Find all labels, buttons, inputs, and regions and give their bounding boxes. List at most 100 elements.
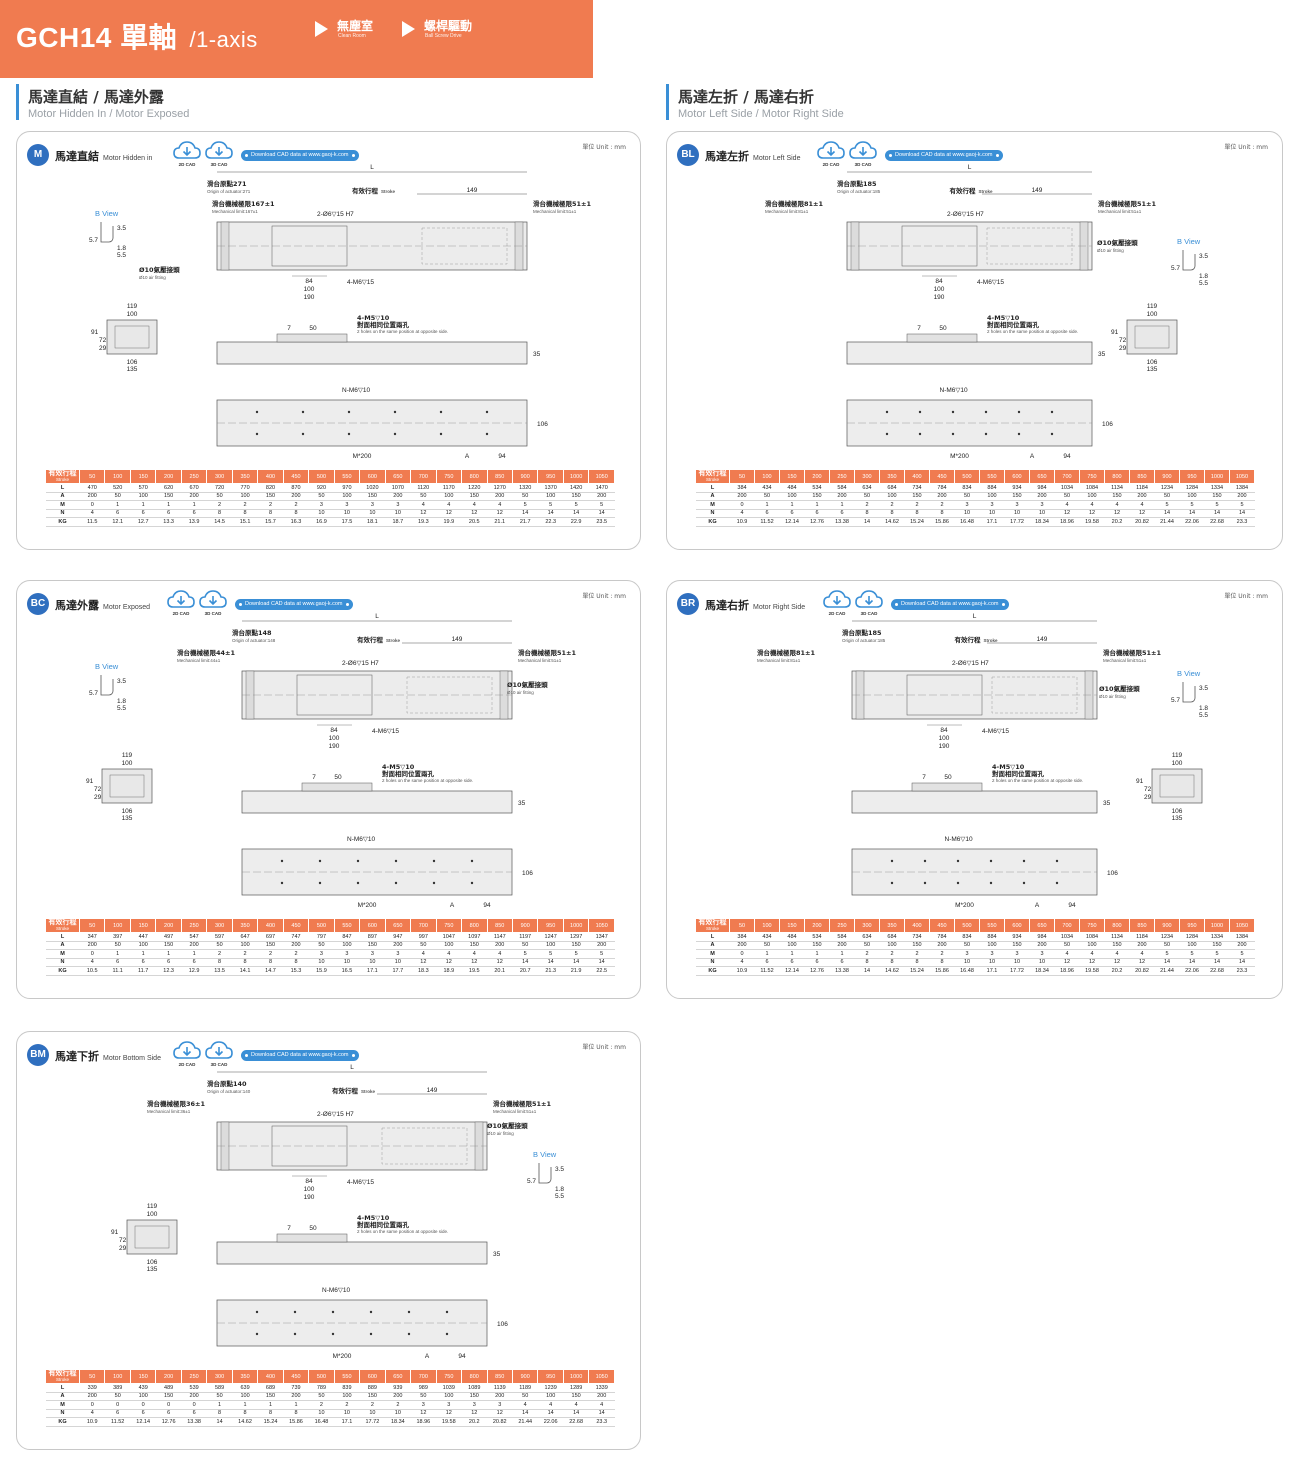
- table-cell: 2: [206, 500, 233, 510]
- table-cell: 14: [1154, 509, 1180, 518]
- dimension-label: 7: [287, 1225, 291, 1232]
- n-hole-label: N-M6▽10: [940, 387, 969, 394]
- table-cell: 12: [487, 958, 513, 967]
- mount-hole: [293, 1332, 297, 1336]
- cad-3d-download[interactable]: 3D CAD: [199, 589, 227, 619]
- mount-hole: [432, 859, 436, 863]
- table-cell: 18.9: [436, 966, 462, 976]
- download-cad-link[interactable]: Download CAD data at www.gaoj-k.com: [241, 150, 359, 161]
- stroke-value-header: 650: [1029, 918, 1055, 933]
- cad-3d-download[interactable]: 3D CAD: [205, 140, 233, 170]
- mount-hole: [347, 410, 351, 414]
- download-cad-link[interactable]: Download CAD data at www.gaoj-k.com: [891, 599, 1009, 610]
- table-cell: 150: [461, 492, 487, 501]
- table-cell: 22.06: [1179, 966, 1205, 976]
- section-subtitle: Motor Left Side / Motor Right Side: [678, 108, 844, 120]
- table-cell: 1: [104, 500, 131, 510]
- table-cell: 16.5: [334, 966, 360, 976]
- dimension-label: 5.7: [527, 1178, 536, 1185]
- table-cell: 1139: [487, 1383, 513, 1393]
- cad-3d-download[interactable]: 3D CAD: [849, 140, 877, 170]
- table-cell: 12: [410, 1409, 437, 1418]
- unit-label: 單位 Unit : mm: [1224, 593, 1268, 600]
- table-cell: 620: [155, 483, 182, 493]
- cad-3d-download[interactable]: 3D CAD: [855, 589, 883, 619]
- table-cell: 839: [334, 1383, 360, 1393]
- cad-3d-label: 3D CAD: [204, 611, 222, 616]
- stroke-value-header: 100: [104, 918, 131, 933]
- table-cell: 1: [754, 500, 780, 510]
- table-cell: 3: [385, 500, 411, 510]
- table-cell: 1020: [359, 483, 386, 493]
- download-cad-link[interactable]: Download CAD data at www.gaoj-k.com: [885, 150, 1003, 161]
- panel-title-zh: 馬達右折: [705, 599, 749, 612]
- download-cad-link[interactable]: Download CAD data at www.gaoj-k.com: [241, 1050, 359, 1061]
- download-cad-link[interactable]: Download CAD data at www.gaoj-k.com: [235, 599, 353, 610]
- dimension-label: 100: [1147, 311, 1158, 318]
- row-label: N: [695, 509, 730, 518]
- dimension-label: 106: [497, 1321, 508, 1328]
- table-cell: 989: [410, 1383, 437, 1393]
- stroke-value-header: 300: [854, 469, 880, 484]
- dimension-label: 7: [922, 774, 926, 781]
- table-cell: 17.72: [1004, 517, 1030, 527]
- table-cell: 14: [537, 958, 564, 967]
- table-cell: 934: [1004, 483, 1030, 493]
- stroke-value-header: 200: [155, 1369, 182, 1384]
- table-cell: 18.96: [1054, 966, 1080, 976]
- table-cell: 12: [1104, 509, 1130, 518]
- table-cell: 100: [1179, 941, 1205, 950]
- m-pitch-label: M*200: [333, 1353, 352, 1360]
- table-cell: 20.82: [487, 1417, 513, 1427]
- table-cell: 6: [181, 509, 207, 518]
- mount-hole: [989, 859, 993, 863]
- table-cell: 21.44: [1154, 517, 1180, 527]
- cad-2d-download[interactable]: 2D CAD: [817, 140, 845, 170]
- carriage: [276, 333, 348, 343]
- dimension-label: 149: [1037, 636, 1048, 643]
- table-cell: 20.5: [461, 517, 487, 527]
- cad-2d-download[interactable]: 2D CAD: [173, 1040, 201, 1070]
- cad-2d-download[interactable]: 2D CAD: [167, 589, 195, 619]
- dimension-label: 106: [147, 1259, 158, 1266]
- dimension-label: 50: [944, 774, 952, 781]
- cad-2d-download[interactable]: 2D CAD: [823, 589, 851, 619]
- dimension-label: 106: [537, 421, 548, 428]
- table-cell: 150: [461, 1392, 487, 1401]
- table-cell: 12.14: [779, 517, 805, 527]
- table-cell: 6: [130, 1409, 156, 1418]
- table-cell: 18.1: [359, 517, 386, 527]
- dimension-label: 149: [1032, 187, 1043, 194]
- table-cell: 21.7: [512, 517, 538, 527]
- stroke-value-header: 350: [231, 918, 259, 933]
- stroke-value-header: 550: [333, 1369, 361, 1384]
- table-cell: 10: [979, 958, 1005, 967]
- pin-hole-label: 2-Ø6▽15 H7: [317, 1111, 354, 1118]
- table-cell: 1: [181, 949, 207, 959]
- cad-2d-download[interactable]: 2D CAD: [173, 140, 201, 170]
- table-cell: 200: [181, 492, 207, 501]
- right-limit-sublabel: Mechanical limit:51±1: [533, 209, 577, 214]
- row-label: A: [45, 492, 80, 501]
- table-cell: 1: [130, 500, 156, 510]
- row-label: M: [45, 500, 80, 510]
- table-cell: 6: [155, 958, 182, 967]
- stroke-value-header: 300: [206, 1369, 233, 1384]
- table-cell: 200: [79, 492, 105, 501]
- table-cell: 22.06: [537, 1417, 564, 1427]
- table-cell: 20.82: [1129, 966, 1155, 976]
- cad-3d-download[interactable]: 3D CAD: [205, 1040, 233, 1070]
- table-cell: 200: [181, 941, 207, 950]
- mount-hole: [956, 881, 960, 885]
- dimension-label: 91: [1111, 329, 1119, 336]
- table-cell: 1: [155, 949, 182, 959]
- dimension-label: 94: [483, 902, 491, 909]
- table-cell: 3: [436, 1400, 462, 1410]
- table-cell: 1: [779, 500, 805, 510]
- table-cell: 14: [1204, 509, 1230, 518]
- table-cell: 0: [79, 949, 105, 959]
